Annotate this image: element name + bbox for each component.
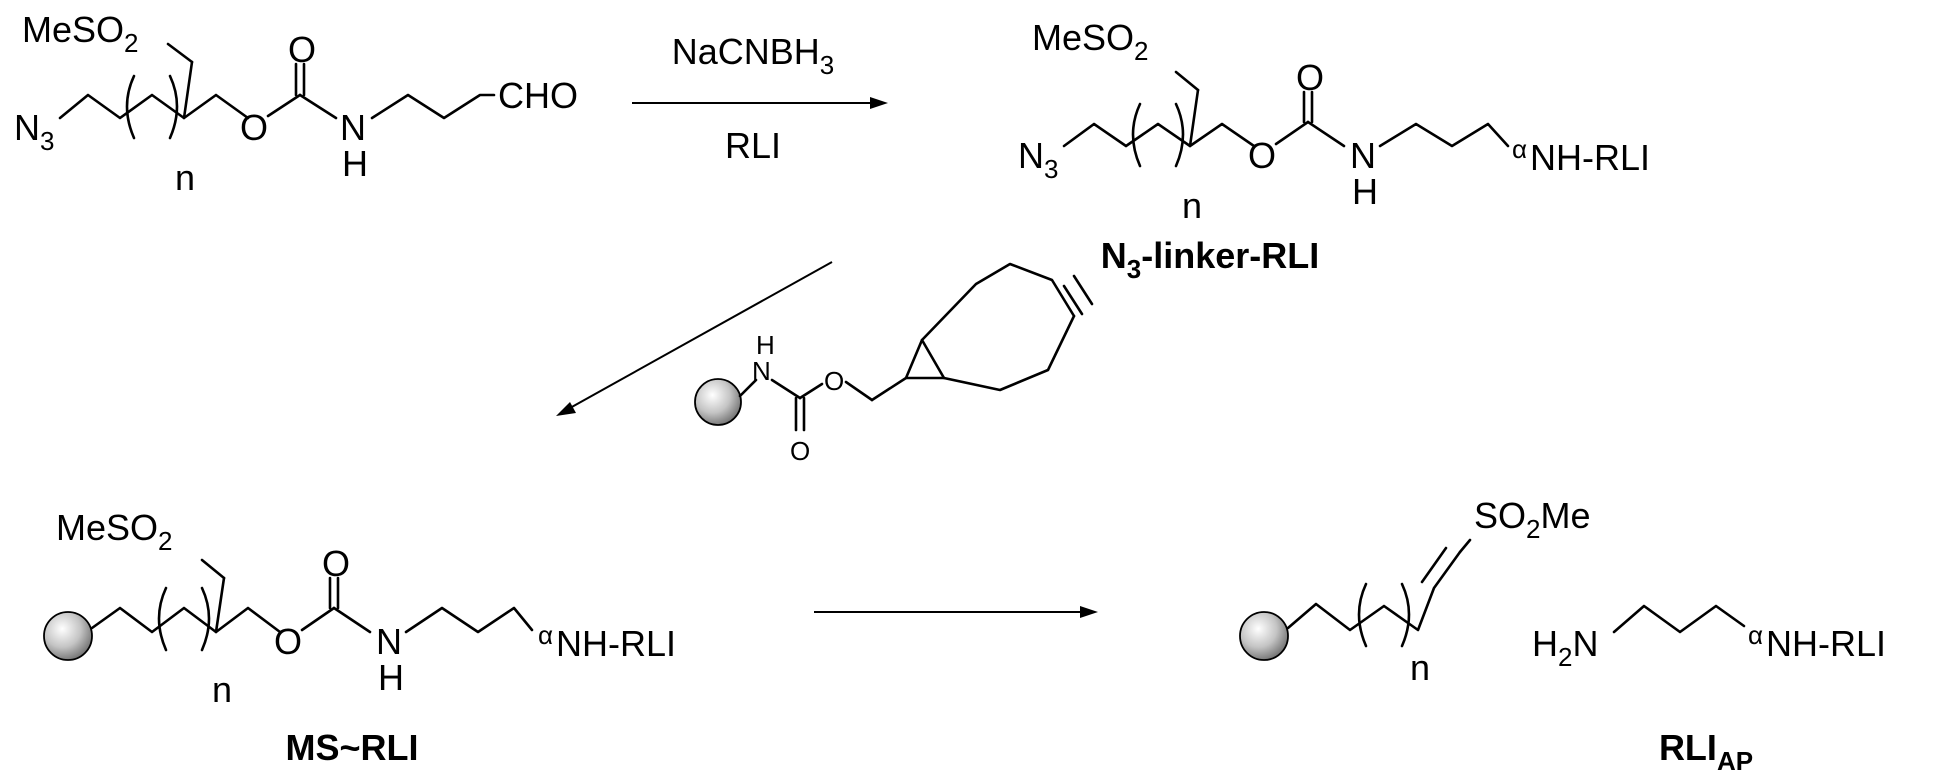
product-bead — [43, 611, 93, 661]
intermediate-c-to-n — [1306, 120, 1346, 148]
bcn-carbonyl-o: O — [790, 436, 810, 466]
product-label: MS~RLI — [285, 727, 418, 768]
step3-arrow-group — [814, 606, 1098, 618]
intermediate-chain — [1062, 122, 1256, 148]
released-rli-propyl — [1612, 604, 1746, 634]
product-chain — [90, 606, 282, 634]
intermediate-n-bracket-left — [1131, 102, 1142, 168]
released-vinyl-sulfone: SO2Me n — [1239, 495, 1591, 688]
released-double-bond-inner — [1420, 546, 1448, 584]
step1-arrowhead — [870, 97, 888, 109]
product-ms-rli: MeSO2 n O O N H α NH-RLI MS~RLI — [43, 507, 676, 768]
released-bead — [1239, 611, 1289, 661]
bcn-o-to-ch2 — [844, 380, 874, 402]
bcn-c-to-o — [798, 382, 824, 400]
intermediate-ch2-to-s — [1174, 70, 1200, 92]
reactant-n-subscript: n — [175, 157, 195, 198]
bcn-cyclooctyne-upper — [920, 262, 1076, 342]
reactant-aldehyde: N3 MeSO2 n O O N H CHO — [14, 9, 578, 198]
product-propyl — [404, 606, 534, 634]
released-rli-alpha: α — [1748, 620, 1763, 650]
reactant-c-to-n — [298, 93, 338, 120]
product-n-bracket-right — [200, 586, 211, 652]
bcn-amide-n: N — [752, 356, 771, 386]
intermediate-amide-h: H — [1352, 171, 1378, 212]
product-ester-o: O — [274, 621, 302, 662]
reactant-propyl — [370, 93, 496, 120]
product-amide-n: N — [376, 621, 402, 662]
intermediate-n-subscript: n — [1182, 185, 1202, 226]
reactant-aldehyde-cho: CHO — [498, 75, 578, 116]
product-ch2-to-s — [200, 558, 226, 580]
product-c-to-n — [332, 606, 372, 634]
bcn-cyclooctyne-lower — [942, 314, 1076, 392]
step3-arrowhead — [1080, 606, 1098, 618]
product-amine-rli: NH-RLI — [556, 623, 676, 664]
bcn-cyclopropane — [904, 338, 946, 380]
released-rli-amine-right: NH-RLI — [1766, 623, 1886, 664]
reactant-n-bracket-right — [168, 74, 179, 140]
bcn-n-to-c — [770, 378, 802, 400]
reactant-ch-to-ch2 — [182, 60, 194, 120]
step1-arrow-group: NaCNBH3 RLI — [632, 31, 888, 166]
released-rli-label: RLIAP — [1659, 727, 1753, 776]
intermediate-azide: N3 — [1018, 135, 1058, 184]
product-amide-h: H — [378, 657, 404, 698]
bcn-bead-reagent: N H O O — [694, 262, 1094, 466]
reactant-amide-n: N — [340, 107, 366, 148]
bcn-triple-extra-1 — [1062, 284, 1084, 316]
released-sulfone: SO2Me — [1474, 495, 1591, 544]
released-rli-amine-left: H2N — [1532, 623, 1598, 672]
intermediate-carbonyl-o: O — [1296, 57, 1324, 98]
bcn-bead — [694, 378, 742, 426]
intermediate-propyl — [1378, 122, 1510, 148]
released-n-bracket-right — [1400, 582, 1411, 648]
intermediate-ester-o: O — [1248, 135, 1276, 176]
reactant-amide-h: H — [342, 143, 368, 184]
intermediate-label: N3-linker-RLI — [1101, 235, 1319, 284]
bcn-bead-to-n — [738, 378, 758, 398]
reactant-ester-o: O — [240, 107, 268, 148]
step2-arrow — [569, 261, 833, 409]
intermediate-n-bracket-right — [1174, 102, 1185, 168]
reactant-carbonyl-o: O — [288, 29, 316, 70]
product-o-to-c — [300, 606, 336, 632]
reactant-azide: N3 — [14, 107, 54, 156]
step1-reagent-bottom: RLI — [725, 125, 781, 166]
product-alpha: α — [538, 620, 553, 650]
intermediate-amine-rli: NH-RLI — [1530, 137, 1650, 178]
intermediate-o-to-c — [1274, 120, 1310, 146]
product-carbonyl-o: O — [322, 543, 350, 584]
released-to-sulfone — [1458, 538, 1472, 554]
bcn-triple-extra-2 — [1072, 274, 1094, 306]
intermediate-mesyl: MeSO2 — [1032, 17, 1149, 66]
reactant-o-to-c — [266, 93, 302, 118]
released-rli-ap: H2N α NH-RLI RLIAP — [1532, 604, 1886, 776]
released-n-bracket-left — [1357, 582, 1368, 648]
step1-reagent-top: NaCNBH3 — [672, 31, 835, 80]
step2-arrowhead — [556, 402, 576, 416]
reactant-mesyl: MeSO2 — [22, 9, 139, 58]
reactant-n-bracket-left — [125, 74, 136, 140]
released-chain — [1286, 550, 1462, 632]
intermediate-alpha: α — [1512, 134, 1527, 164]
intermediate-n3-linker-rli: N3 MeSO2 n O O N H α NH-RLI N3-linker-RL… — [1018, 17, 1650, 284]
product-ch-to-ch2 — [214, 576, 226, 634]
intermediate-amide-n: N — [1350, 135, 1376, 176]
step2-arrow-group — [556, 261, 833, 416]
bcn-amide-h: H — [756, 330, 775, 360]
reactant-chain — [58, 93, 250, 120]
bcn-ester-o: O — [824, 366, 844, 396]
reactant-ch2-to-s — [166, 42, 194, 64]
intermediate-ch-to-ch2 — [1188, 88, 1200, 148]
product-n-subscript: n — [212, 669, 232, 710]
bcn-ch2-to-ring — [870, 376, 908, 402]
product-n-bracket-left — [157, 586, 168, 652]
released-n-subscript: n — [1410, 647, 1430, 688]
product-mesyl: MeSO2 — [56, 507, 173, 556]
